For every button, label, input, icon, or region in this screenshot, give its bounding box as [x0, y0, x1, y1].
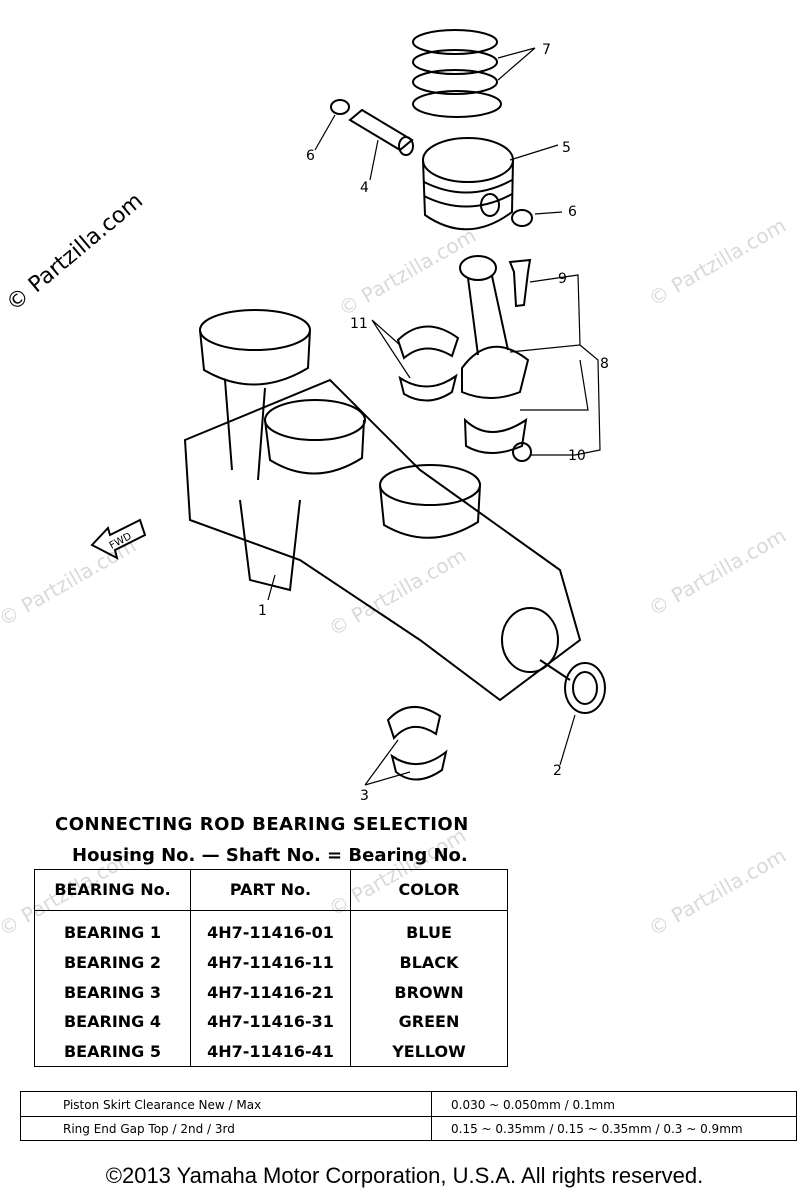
- table-cell: BEARING 1: [63, 923, 161, 942]
- table-cell: 4H7-11416-21: [207, 983, 334, 1002]
- oil-seal: [564, 662, 606, 714]
- spec-row: Ring End Gap Top / 2nd / 3rd 0.15 ~ 0.35…: [21, 1117, 796, 1141]
- spec-row: Piston Skirt Clearance New / Max 0.030 ~…: [21, 1093, 796, 1117]
- circlip-right: [511, 209, 533, 227]
- rod-bolt: [508, 258, 532, 308]
- callout-11: 11: [350, 316, 368, 332]
- table-cell: GREEN: [398, 1012, 460, 1031]
- color-column: BLUE BLACK BROWN GREEN YELLOW: [350, 910, 507, 1066]
- callout-6: 6: [306, 148, 315, 164]
- piston: [422, 137, 514, 231]
- crankshaft-assembly: [183, 309, 582, 702]
- table-cell: BLUE: [406, 923, 452, 942]
- specification-table: Piston Skirt Clearance New / Max 0.030 ~…: [20, 1091, 797, 1141]
- row-divider: [21, 1116, 796, 1117]
- piston-rings: [412, 29, 502, 118]
- spec-value: 0.030 ~ 0.050mm / 0.1mm: [451, 1098, 615, 1112]
- table-cell: YELLOW: [392, 1042, 466, 1061]
- selection-title: CONNECTING ROD BEARING SELECTION: [55, 814, 469, 835]
- bearing-shells-upper: [396, 325, 460, 402]
- selection-formula: Housing No. — Shaft No. = Bearing No.: [72, 845, 468, 866]
- header-part-no: PART No.: [190, 870, 350, 910]
- callout-5: 5: [562, 140, 571, 156]
- table-cell: BLACK: [399, 953, 459, 972]
- callout-7: 7: [542, 42, 551, 58]
- bearing-column: BEARING 1 BEARING 2 BEARING 3 BEARING 4 …: [35, 910, 190, 1066]
- callout-3: 3: [360, 788, 369, 800]
- table-cell: BEARING 5: [63, 1042, 161, 1061]
- header-color: COLOR: [350, 870, 507, 910]
- callout-6: 6: [568, 204, 577, 220]
- bearing-shells-lower: [386, 706, 448, 781]
- table-cell: 4H7-11416-41: [207, 1042, 334, 1061]
- fwd-arrow: [90, 518, 147, 560]
- table-cell: 4H7-11416-01: [207, 923, 334, 942]
- connecting-rod: [459, 255, 530, 454]
- bearing-selection-table: BEARING No. PART No. COLOR BEARING 1 BEA…: [34, 869, 508, 1067]
- table-cell: BEARING 4: [63, 1012, 161, 1031]
- spec-label: Piston Skirt Clearance New / Max: [63, 1098, 262, 1112]
- callout-4: 4: [360, 180, 369, 196]
- table-cell: BROWN: [394, 983, 464, 1002]
- copyright-notice: ©2013 Yamaha Motor Corporation, U.S.A. A…: [105, 1163, 704, 1188]
- callout-9: 9: [558, 271, 567, 287]
- table-header: BEARING No. PART No. COLOR: [35, 870, 507, 911]
- part-column: 4H7-11416-01 4H7-11416-11 4H7-11416-21 4…: [190, 910, 350, 1066]
- table-cell: BEARING 2: [63, 953, 161, 972]
- callout-1: 1: [258, 603, 267, 619]
- table-cell: 4H7-11416-11: [207, 953, 334, 972]
- callout-2: 2: [553, 763, 562, 779]
- spec-value: 0.15 ~ 0.35mm / 0.15 ~ 0.35mm / 0.3 ~ 0.…: [451, 1122, 743, 1136]
- circlip-left: [330, 99, 350, 115]
- spec-label: Ring End Gap Top / 2nd / 3rd: [63, 1122, 235, 1136]
- header-bearing-no: BEARING No.: [54, 880, 171, 899]
- callout-8: 8: [600, 356, 609, 372]
- piston-pin: [348, 108, 414, 156]
- table-cell: 4H7-11416-31: [207, 1012, 334, 1031]
- rod-nut: [512, 442, 532, 462]
- exploded-parts-diagram: 7 5 6 4 6 9 11 8 10 1 2 3 FWD: [90, 29, 609, 800]
- table-cell: BEARING 3: [63, 983, 161, 1002]
- callout-10: 10: [568, 448, 586, 464]
- watermark: © Partzilla.com: [644, 843, 791, 941]
